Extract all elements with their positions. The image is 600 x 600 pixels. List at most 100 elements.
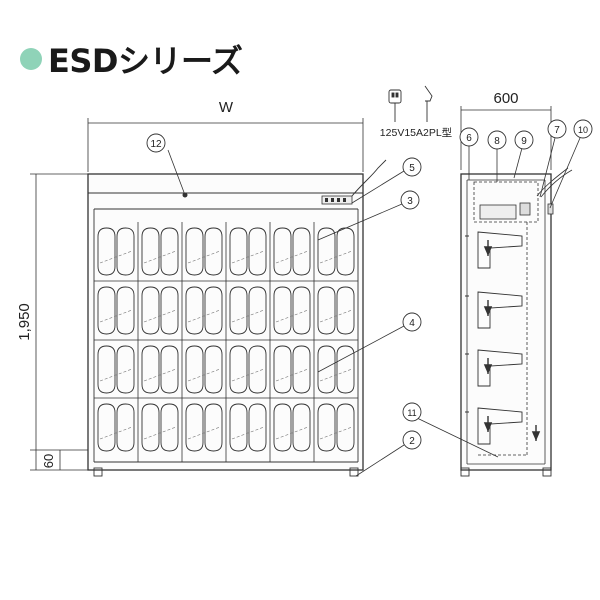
boot-shape bbox=[160, 403, 179, 452]
boot-shape bbox=[160, 345, 179, 394]
boot-shape bbox=[97, 345, 116, 394]
boot-guide-line bbox=[231, 426, 265, 440]
boot-shape bbox=[141, 227, 160, 276]
boot-shape bbox=[116, 286, 135, 335]
boot-guide-line bbox=[99, 250, 133, 264]
boot-shape bbox=[248, 403, 267, 452]
boot-shape bbox=[273, 227, 292, 276]
boot-shape bbox=[141, 345, 160, 394]
svg-text:4: 4 bbox=[409, 318, 415, 329]
boot-guide-line bbox=[143, 309, 177, 323]
base-height-label: 60 bbox=[41, 454, 56, 468]
svg-text:7: 7 bbox=[554, 125, 560, 136]
title-block: ESDシリーズ bbox=[20, 36, 243, 82]
callout-12: 12 bbox=[146, 133, 166, 153]
boot-shape bbox=[317, 227, 336, 276]
boot-shape bbox=[116, 403, 135, 452]
boot-shape bbox=[204, 345, 223, 394]
boot-shape bbox=[229, 286, 248, 335]
boot-guide-line bbox=[231, 368, 265, 382]
boot-shape bbox=[336, 345, 355, 394]
boot-shape bbox=[229, 345, 248, 394]
width-label: W bbox=[219, 99, 234, 116]
boot-shape bbox=[336, 403, 355, 452]
boot-guide-line bbox=[99, 368, 133, 382]
boot-guide-line bbox=[275, 309, 309, 323]
boot-shape bbox=[248, 345, 267, 394]
boot-guide-line bbox=[275, 426, 309, 440]
boot-guide-line bbox=[187, 250, 221, 264]
boot-shape bbox=[204, 286, 223, 335]
boot-guide-line bbox=[99, 426, 133, 440]
boot-shape bbox=[292, 286, 311, 335]
boot-shape bbox=[116, 227, 135, 276]
svg-text:10: 10 bbox=[578, 125, 588, 135]
callout-10: 10 bbox=[573, 119, 593, 139]
boot-shape bbox=[160, 286, 179, 335]
boot-guide-line bbox=[319, 426, 353, 440]
callout-4: 4 bbox=[402, 312, 422, 332]
boot-shape bbox=[185, 286, 204, 335]
svg-text:5: 5 bbox=[409, 163, 415, 174]
boot-guide-line bbox=[231, 309, 265, 323]
boot-shape bbox=[185, 403, 204, 452]
boot-guide-line bbox=[187, 309, 221, 323]
boot-guide-line bbox=[275, 250, 309, 264]
boot-shape bbox=[141, 403, 160, 452]
front-view bbox=[30, 118, 387, 477]
boot-guide-line bbox=[143, 426, 177, 440]
callout-8: 8 bbox=[487, 130, 507, 150]
boot-guide-line bbox=[187, 368, 221, 382]
boot-guide-line bbox=[99, 309, 133, 323]
boot-shape bbox=[160, 227, 179, 276]
boot-shape bbox=[229, 403, 248, 452]
boot-guide-line bbox=[143, 250, 177, 264]
boot-shape bbox=[317, 286, 336, 335]
svg-text:12: 12 bbox=[150, 139, 162, 150]
callouts: 12 5 3 4 2 6 8 bbox=[146, 119, 593, 450]
boot-shape bbox=[97, 227, 116, 276]
boot-guide-line bbox=[187, 426, 221, 440]
boot-shape bbox=[292, 227, 311, 276]
page-title: ESDシリーズ bbox=[48, 42, 243, 80]
boot-guide-line bbox=[143, 368, 177, 382]
boot-shape bbox=[97, 403, 116, 452]
boot-shape bbox=[97, 286, 116, 335]
boot-shape bbox=[336, 227, 355, 276]
boot-shape bbox=[116, 345, 135, 394]
boot-shape bbox=[273, 403, 292, 452]
svg-text:2: 2 bbox=[409, 436, 415, 447]
boot-shape bbox=[141, 286, 160, 335]
boot-guide-line bbox=[319, 309, 353, 323]
boot-guide-line bbox=[319, 368, 353, 382]
svg-text:11: 11 bbox=[407, 408, 416, 418]
boot-shape bbox=[317, 345, 336, 394]
boot-guide-line bbox=[275, 368, 309, 382]
callout-leaders bbox=[167, 137, 581, 477]
boot-guide-line bbox=[231, 250, 265, 264]
callout-2: 2 bbox=[402, 430, 422, 450]
boot-grid bbox=[97, 227, 355, 452]
boot-shape bbox=[317, 403, 336, 452]
svg-text:8: 8 bbox=[494, 136, 500, 147]
boot-shape bbox=[185, 345, 204, 394]
callout-9: 9 bbox=[514, 130, 534, 150]
svg-text:6: 6 bbox=[466, 133, 472, 144]
callout-5: 5 bbox=[402, 157, 422, 177]
boot-guide-line bbox=[319, 250, 353, 264]
svg-text:9: 9 bbox=[521, 136, 527, 147]
bullet-dot-icon bbox=[20, 48, 42, 70]
boot-shape bbox=[248, 286, 267, 335]
plug-type-label: 125V15A2PL型 bbox=[380, 126, 452, 139]
plug-icon bbox=[388, 85, 433, 122]
boot-shape bbox=[204, 403, 223, 452]
svg-text:3: 3 bbox=[407, 196, 413, 207]
boot-shape bbox=[336, 286, 355, 335]
depth-label: 600 bbox=[493, 90, 518, 107]
boot-shape bbox=[185, 227, 204, 276]
boot-shape bbox=[273, 286, 292, 335]
boot-shape bbox=[229, 227, 248, 276]
callout-11: 11 bbox=[402, 402, 422, 422]
